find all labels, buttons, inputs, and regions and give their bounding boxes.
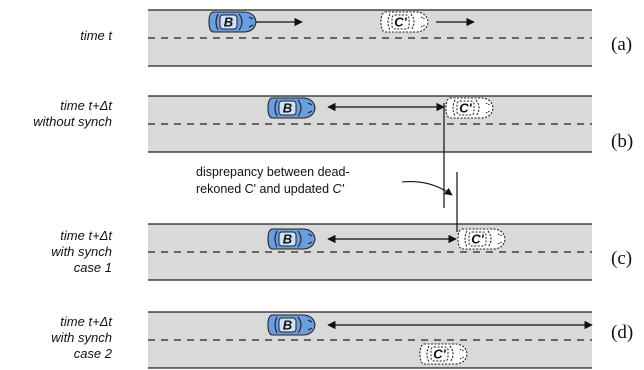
panel-letter-d: (d): [611, 322, 634, 343]
car-c-d: C': [419, 343, 468, 365]
row-label-d-line-3: case 2: [73, 346, 112, 361]
road-d: [148, 311, 592, 369]
car-b-c-label: B: [283, 232, 292, 247]
note-line-2-italic: C': [332, 182, 344, 196]
discrepancy-note: disprepancy between dead- rekoned C' and…: [196, 164, 350, 198]
note-line-1: disprepancy between dead-: [196, 165, 350, 179]
cars-layer: B C' B C' B C' B C': [208, 11, 506, 365]
car-c-d-label: C': [433, 347, 446, 362]
car-b-c: B: [267, 228, 316, 250]
car-b-a: B: [208, 11, 257, 33]
road-c: [148, 223, 592, 281]
panel-letter-b: (b): [611, 131, 634, 152]
row-label-c-line-2: with synch: [51, 244, 112, 259]
note-line-2-text: rekoned C' and updated: [196, 182, 333, 196]
car-b-b-label: B: [283, 101, 292, 116]
row-label-a: time t: [0, 28, 112, 44]
panel-letter-c: (c): [611, 248, 633, 269]
car-b-b: B: [267, 97, 316, 119]
row-label-d-line-2: with synch: [51, 330, 112, 345]
note-line-2: rekoned C' and updated C': [196, 181, 350, 198]
car-c-c: C': [457, 228, 506, 250]
row-label-b-line-1: time t+Δt: [60, 98, 112, 113]
car-c-b: C': [445, 97, 494, 119]
row-label-c: time t+Δt with synch case 1: [0, 228, 112, 276]
car-b-d: B: [267, 314, 316, 336]
panel-letter-a: (a): [611, 34, 633, 55]
row-label-c-line-1: time t+Δt: [60, 228, 112, 243]
car-c-b-label: C': [459, 101, 472, 116]
row-label-d: time t+Δt with synch case 2: [0, 314, 112, 362]
row-label-b: time t+Δt without synch: [0, 98, 112, 130]
car-c-a-label: C': [394, 15, 407, 30]
road-b: [148, 95, 592, 153]
row-label-a-line-1: time t: [80, 28, 112, 43]
car-b-d-label: B: [283, 318, 292, 333]
note-pointer: [401, 180, 453, 196]
row-label-d-line-1: time t+Δt: [60, 314, 112, 329]
row-label-c-line-3: case 1: [73, 260, 112, 275]
car-c-a: C': [380, 11, 429, 33]
row-label-b-line-2: without synch: [33, 114, 112, 129]
car-b-a-label: B: [224, 15, 233, 30]
car-c-c-label: C': [471, 232, 484, 247]
